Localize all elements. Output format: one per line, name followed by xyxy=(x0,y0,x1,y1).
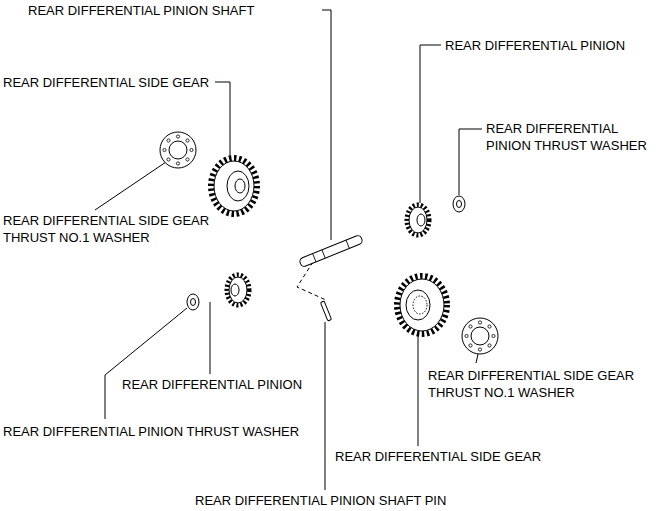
pinion-thrust-washer xyxy=(453,196,465,212)
part-label: REAR DIFFERENTIAL SIDE GEAR xyxy=(335,448,541,465)
leader-line xyxy=(459,129,482,195)
pinion-gear xyxy=(407,205,429,235)
leader-line xyxy=(418,334,419,446)
shaft-pin xyxy=(320,301,331,321)
part-label: REAR DIFFERENTIAL PINION THRUST WASHER xyxy=(3,423,299,440)
part-label: REAR DIFFERENTIAL PINION THRUST WASHER xyxy=(486,120,656,154)
leader-line xyxy=(215,82,230,156)
side-gear xyxy=(397,276,447,334)
leader-line xyxy=(95,162,166,210)
leader-line xyxy=(105,308,187,419)
assembly-path xyxy=(297,262,326,300)
leader-line xyxy=(322,10,331,240)
pinion-gear xyxy=(227,275,249,305)
leader-line xyxy=(325,322,326,490)
pinion-shaft xyxy=(299,234,364,267)
part-label: REAR DIFFERENTIAL PINION xyxy=(122,376,302,393)
leader-line xyxy=(420,45,441,203)
part-label: REAR DIFFERENTIAL PINION SHAFT xyxy=(28,2,254,19)
part-label: REAR DIFFERENTIAL SIDE GEAR THRUST NO.1 … xyxy=(3,212,223,246)
thrust-washer xyxy=(462,318,498,354)
side-gear xyxy=(211,158,257,214)
part-label: REAR DIFFERENTIAL PINION xyxy=(445,37,625,54)
leader-line xyxy=(210,302,211,374)
part-label: REAR DIFFERENTIAL SIDE GEAR THRUST NO.1 … xyxy=(428,367,648,401)
part-label: REAR DIFFERENTIAL SIDE GEAR xyxy=(3,74,209,91)
pinion-thrust-washer xyxy=(187,294,199,310)
thrust-washer xyxy=(160,132,196,168)
leader-line xyxy=(476,354,478,363)
part-label: REAR DIFFERENTIAL PINION SHAFT PIN xyxy=(195,492,446,509)
